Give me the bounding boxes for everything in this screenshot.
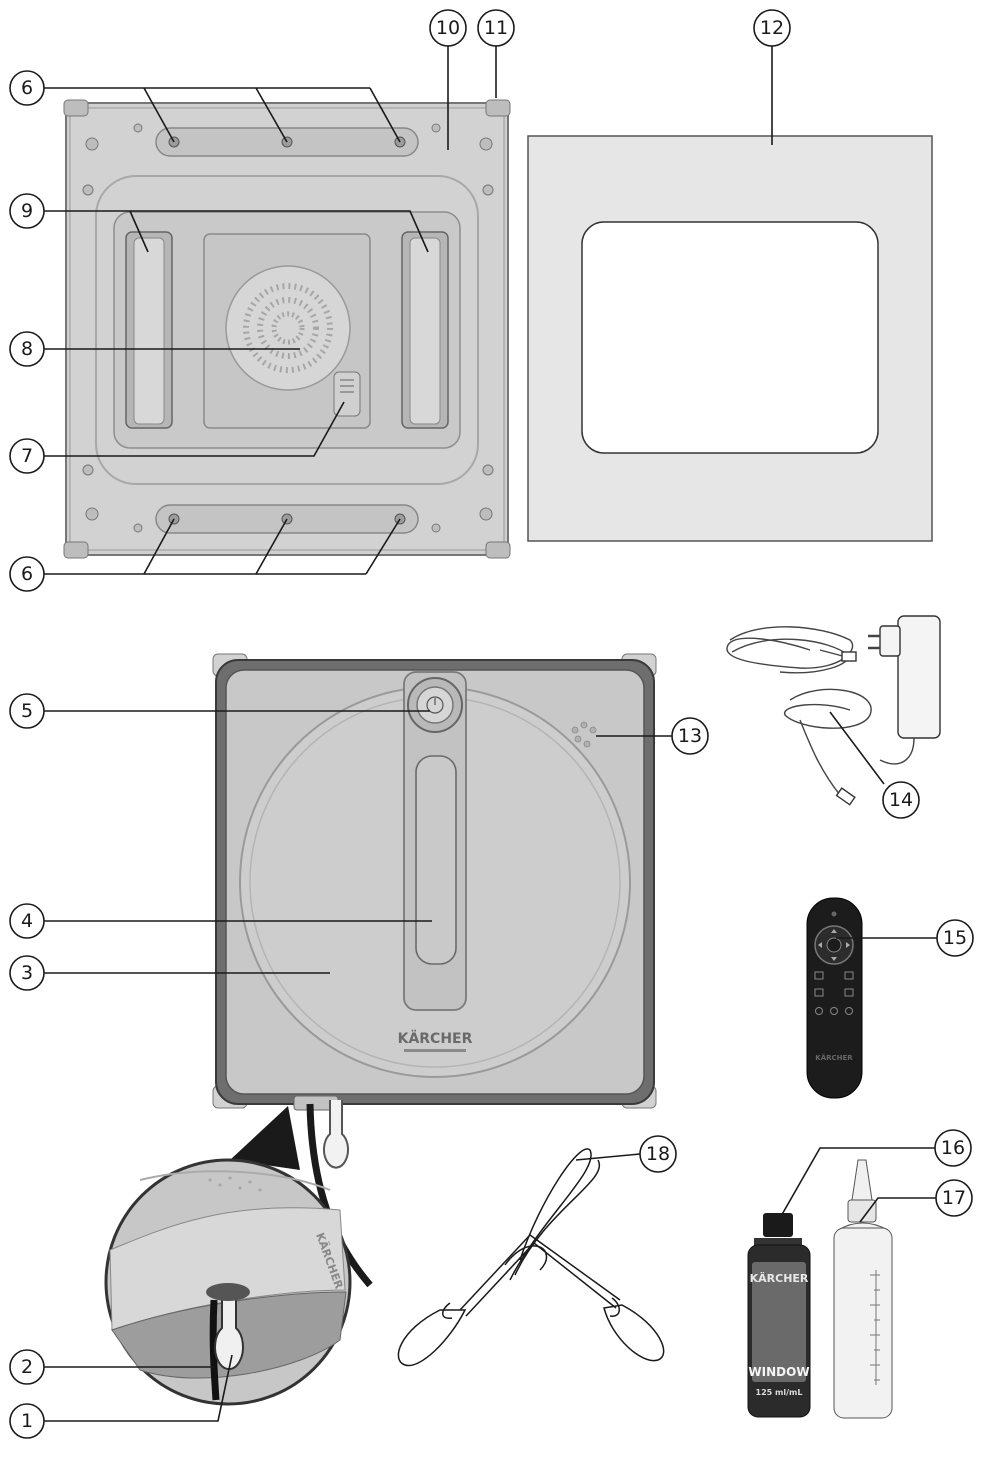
robot-top-view: KÄRCHER	[212, 653, 657, 1288]
callout-6-bottom: 6	[9, 556, 45, 592]
svg-text:16: 16	[941, 1137, 965, 1159]
callout-15: 15	[936, 919, 974, 957]
remote-control: KÄRCHER	[806, 897, 863, 1099]
svg-text:18: 18	[646, 1143, 670, 1165]
svg-text:10: 10	[436, 17, 460, 39]
callout-6-top: 6	[9, 70, 45, 106]
svg-text:2: 2	[21, 1356, 33, 1378]
callout-14: 14	[882, 781, 920, 819]
svg-text:13: 13	[678, 725, 702, 747]
svg-text:1: 1	[21, 1410, 33, 1432]
robot-underside	[63, 99, 511, 559]
safety-cord	[397, 1148, 665, 1367]
svg-text:5: 5	[21, 700, 33, 722]
bottle-volume: 125 ml/mL	[756, 1388, 803, 1397]
svg-text:3: 3	[21, 962, 33, 984]
svg-text:4: 4	[21, 910, 33, 932]
callout-16: 16	[934, 1129, 972, 1167]
svg-text:6: 6	[21, 77, 33, 99]
callout-10: 10	[429, 9, 467, 47]
callout-12: 12	[753, 9, 791, 47]
robot-brand-logo: KÄRCHER	[398, 1030, 473, 1047]
svg-text:8: 8	[21, 338, 33, 360]
callout-1: 1	[9, 1403, 45, 1439]
svg-text:11: 11	[484, 17, 508, 39]
leader-lines	[44, 46, 937, 1422]
detergent-bottle: KÄRCHER WINDOW 125 ml/mL	[747, 1213, 811, 1418]
callout-11: 11	[477, 9, 515, 47]
water-bottle	[833, 1159, 893, 1419]
bottle-product-name: WINDOW	[748, 1365, 809, 1379]
callout-7: 7	[9, 438, 45, 474]
svg-text:15: 15	[943, 927, 967, 949]
bottle-brand-logo: KÄRCHER	[750, 1271, 809, 1285]
svg-text:14: 14	[889, 789, 913, 811]
callout-2: 2	[9, 1349, 45, 1385]
svg-text:6: 6	[21, 563, 33, 585]
callout-9: 9	[9, 193, 45, 229]
callout-13: 13	[671, 717, 709, 755]
callout-8: 8	[9, 331, 45, 367]
callout-3: 3	[9, 955, 45, 991]
svg-text:9: 9	[21, 200, 33, 222]
callout-17: 17	[935, 1179, 973, 1217]
callout-18: 18	[639, 1135, 677, 1173]
svg-text:7: 7	[21, 445, 33, 467]
callout-4: 4	[9, 903, 45, 939]
cleaning-template	[527, 135, 933, 542]
remote-brand-logo: KÄRCHER	[815, 1053, 853, 1062]
detail-magnifier: KÄRCHER	[104, 1106, 352, 1406]
svg-text:17: 17	[942, 1187, 966, 1209]
charger-adapter	[726, 615, 941, 806]
svg-text:12: 12	[760, 17, 784, 39]
callout-5: 5	[9, 693, 45, 729]
